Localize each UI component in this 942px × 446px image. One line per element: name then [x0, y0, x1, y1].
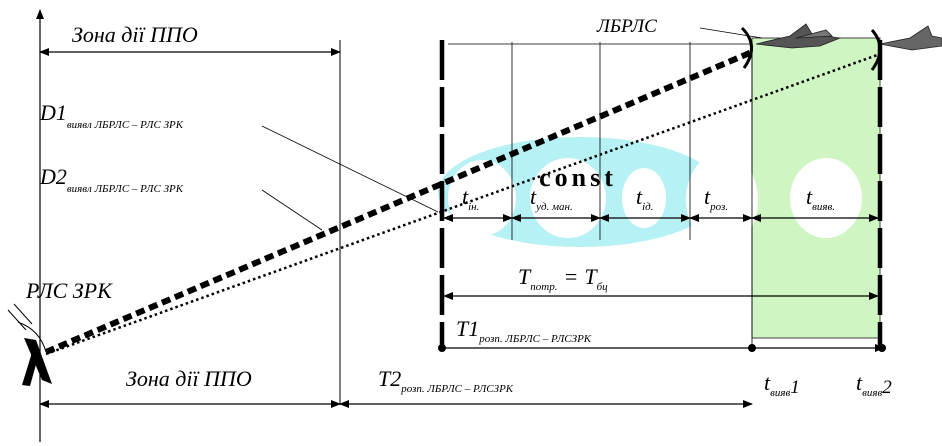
d2-label: D2виявл ЛБРЛС – РЛС ЗРК [39, 164, 184, 195]
arc-left-aircraft [740, 26, 753, 69]
aircraft-lbrls-icon [755, 23, 842, 49]
t-in-label: tін. [462, 184, 479, 213]
t-id-label: tід. [636, 184, 654, 213]
t-vyav2-label: tвияв2 [856, 370, 892, 399]
point-start [438, 344, 446, 352]
aircraft-second-icon [879, 25, 942, 51]
arc-right-aircraft [870, 29, 882, 71]
lbrls-label: ЛБРЛС [596, 16, 657, 37]
t2-label: T2розп. ЛБРЛС – РЛСЗРК [378, 366, 514, 395]
point-t-vyav2 [878, 344, 886, 352]
leader-line-d1 [261, 125, 439, 213]
zone-top-label: Зона дії ППО [72, 22, 198, 47]
radar-site-icon [7, 303, 52, 386]
rls-zrk-label: РЛС ЗРК [25, 278, 113, 303]
t1-label: T1розп. ЛБРЛС – РЛСЗРК [456, 316, 592, 345]
t-vyav1-label: tвияв1 [764, 370, 800, 399]
const-label: const [539, 163, 617, 192]
d1-label: D1виявл ЛБРЛС – РЛС ЗРК [39, 100, 184, 131]
detection-ray-d2 [45, 52, 881, 356]
zone-bottom-label: Зона дії ППО [126, 366, 252, 391]
leader-line-lbrls [699, 27, 763, 39]
leader-line-d2 [261, 189, 323, 231]
t-potr-eq-label: Tпотр.=Tбц [518, 264, 608, 293]
t-ud-man-label: tуд. ман. [530, 184, 573, 213]
t-roz-label: tроз. [704, 184, 728, 213]
t-vyav-label: tвияв. [806, 184, 835, 213]
detection-ray-d1 [44, 49, 754, 355]
point-t-vyav1 [748, 344, 756, 352]
